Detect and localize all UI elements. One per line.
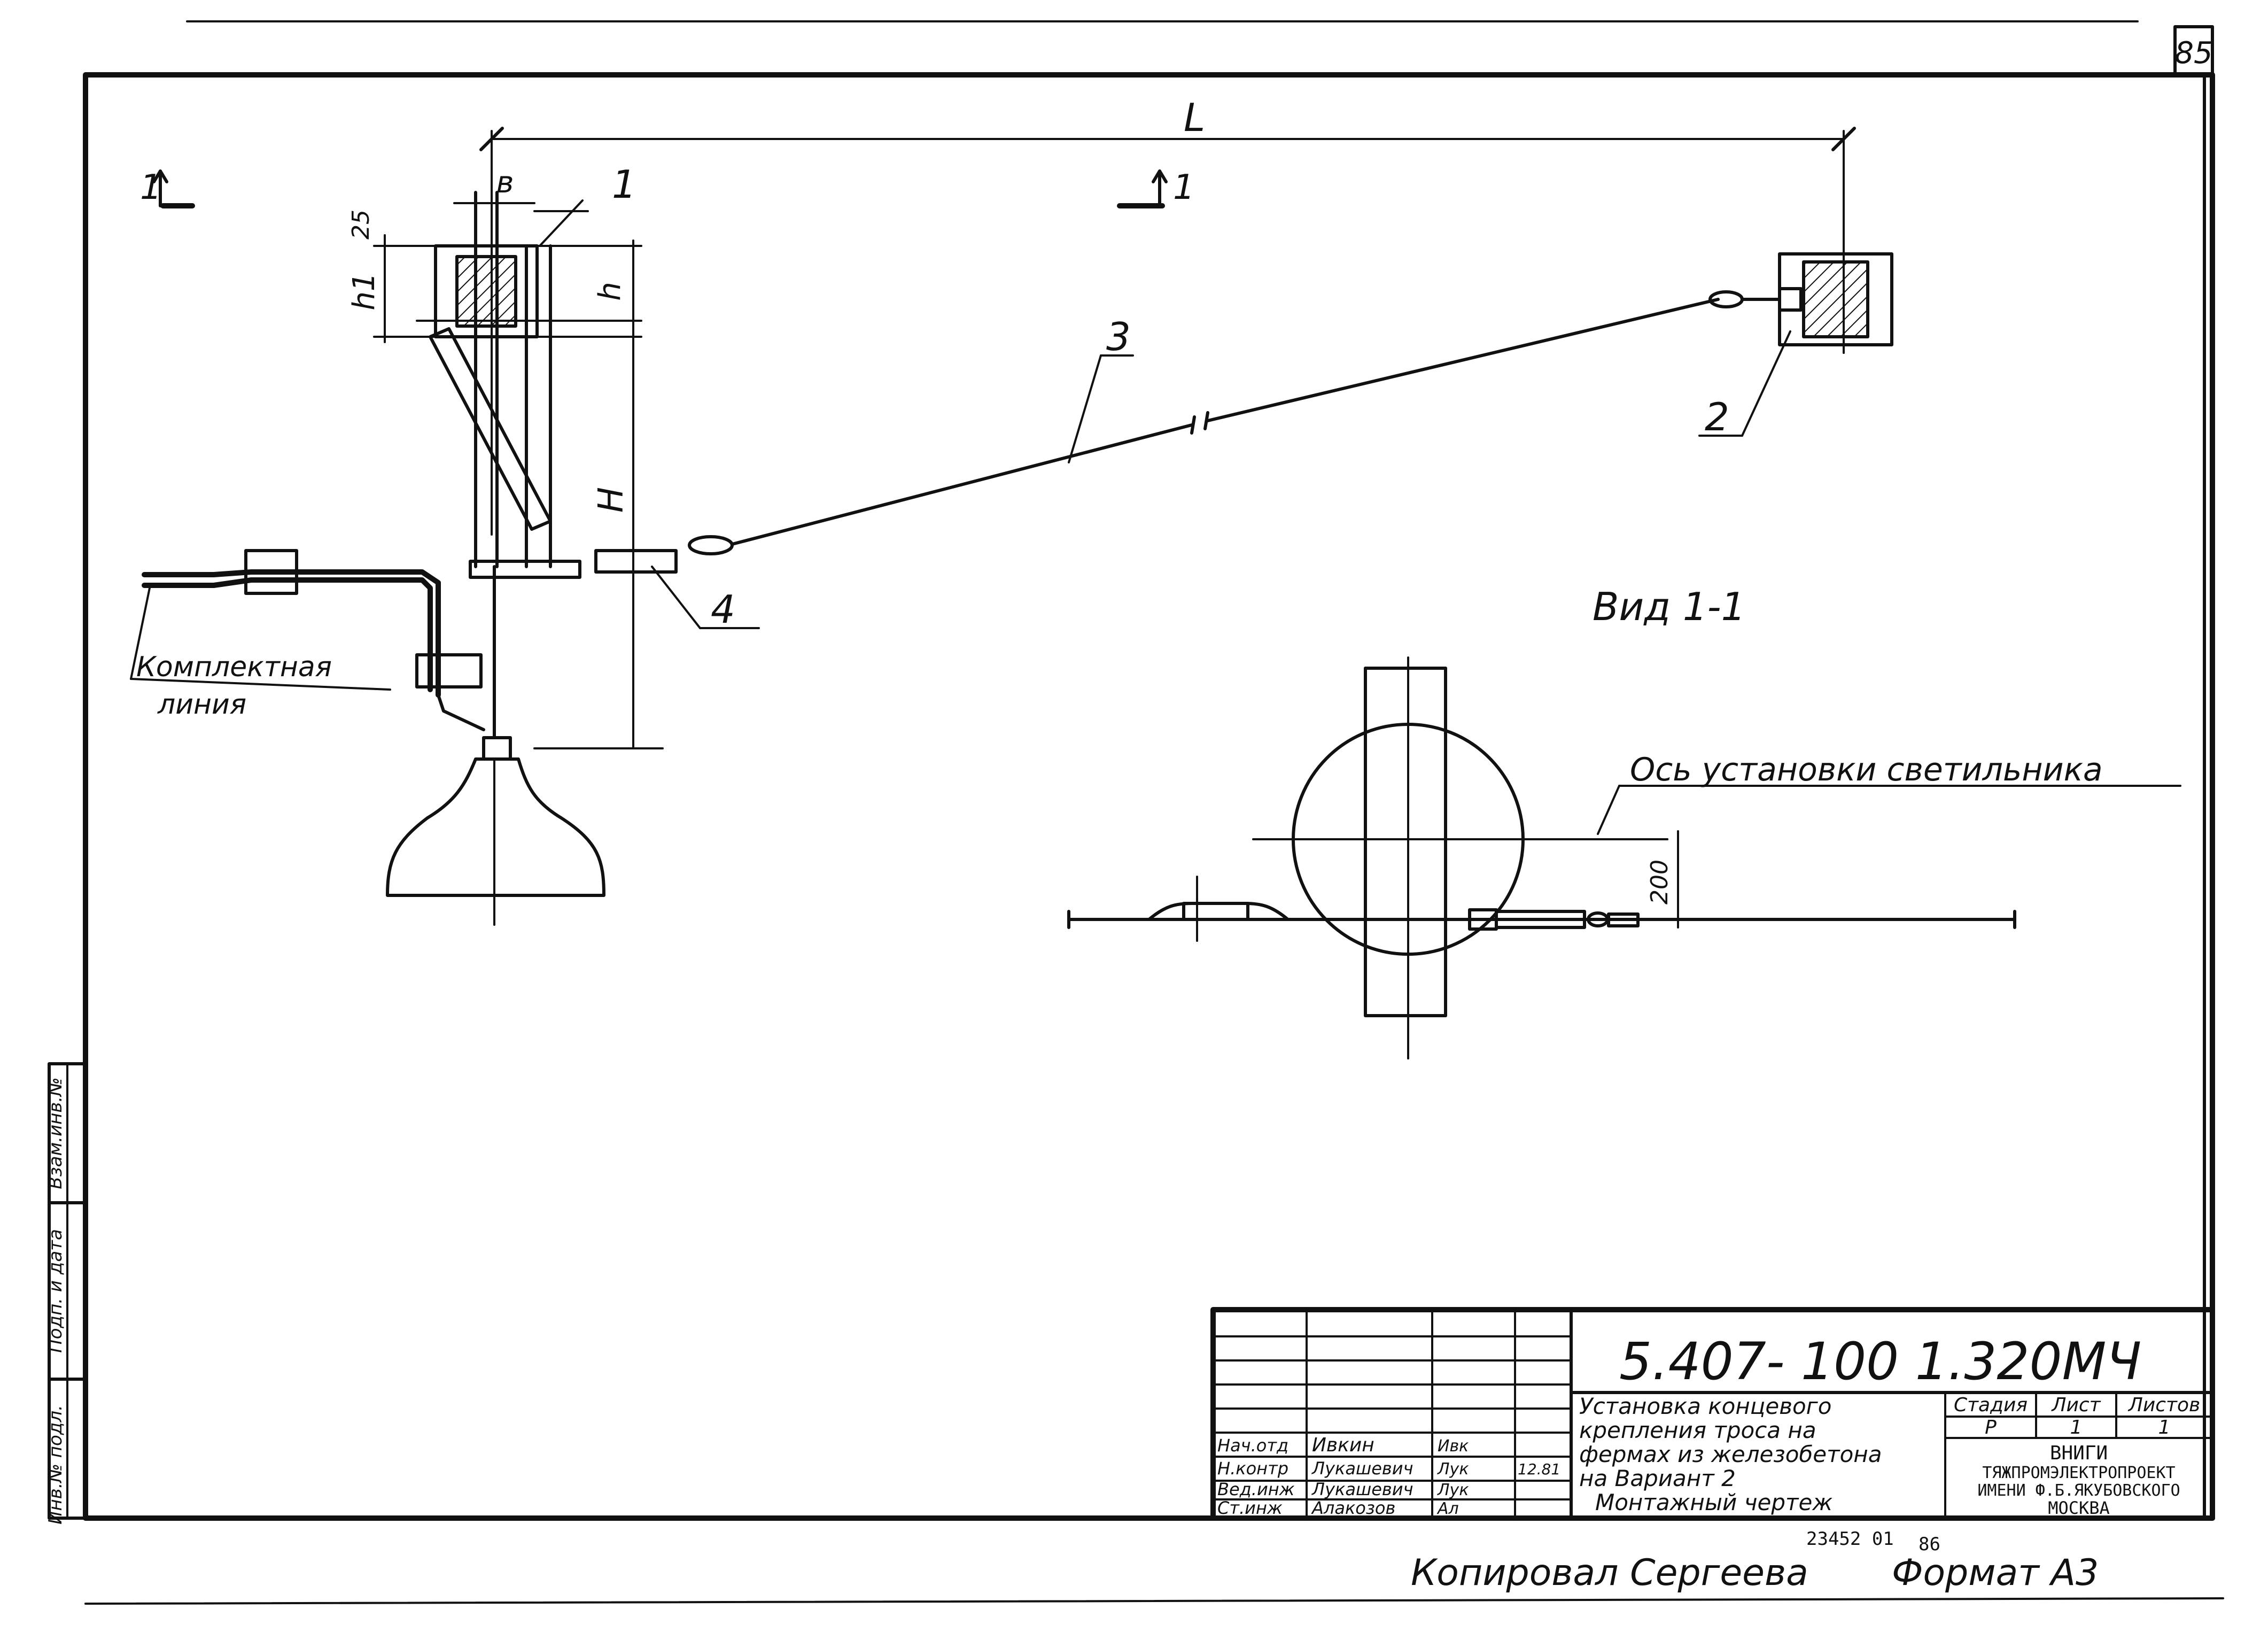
sheet-number: 86 xyxy=(1919,1534,1940,1555)
org-line: ВНИГИ xyxy=(2050,1442,2108,1464)
org-line: ТЯЖПРОМЭЛЕКТРОПРОЕКТ xyxy=(1982,1464,2175,1482)
person-name: Лукашевич xyxy=(1311,1458,1413,1479)
axis-offset-label: 200 xyxy=(1646,860,1673,904)
line-label-1: Комплектная xyxy=(136,651,332,683)
person-role: Вед.инж xyxy=(1217,1479,1295,1499)
person-sign: Лук xyxy=(1437,1481,1469,1499)
section-mark-label: 1 xyxy=(1173,168,1195,207)
sheets-value: 1 xyxy=(2158,1417,2171,1438)
beam-h-label: h xyxy=(593,282,627,301)
right-beam xyxy=(1698,252,1893,437)
span-dimension xyxy=(479,127,1856,536)
position-2-label: 2 xyxy=(1705,395,1729,439)
position-4-label: 4 xyxy=(711,587,735,632)
drawing-code: 5.407- 100 1.320МЧ xyxy=(1619,1332,2141,1391)
lamp xyxy=(386,565,605,926)
position-1-label: 1 xyxy=(612,162,636,207)
stage-value: Р xyxy=(1985,1417,1997,1438)
side-stamp-label: Инв.№ подл. xyxy=(45,1405,66,1525)
side-stamp-label: Подп. и дата xyxy=(45,1229,66,1353)
person-role: Нач.отд xyxy=(1217,1435,1288,1456)
view-label: Вид 1-1 xyxy=(1593,584,1745,629)
paper-format: Формат А3 xyxy=(1892,1552,2099,1594)
beam-h1-label: h1 xyxy=(347,272,382,310)
supply-line xyxy=(130,549,485,731)
org-line: МОСКВА xyxy=(2048,1498,2110,1518)
sheet-value: 1 xyxy=(2070,1417,2083,1438)
person-sign: Ал xyxy=(1436,1499,1459,1518)
axis-label: Ось установки светильника xyxy=(1630,751,2103,788)
person-sign: Ивк xyxy=(1438,1437,1469,1456)
cable xyxy=(731,298,1720,546)
view-1-1 xyxy=(1067,656,2181,1059)
person-sign: Лук xyxy=(1437,1460,1469,1479)
title-line: фермах из железобетона xyxy=(1579,1441,1882,1467)
person-name: Лукашевич xyxy=(1311,1479,1413,1499)
offset-label: 25 xyxy=(347,210,375,239)
line-label-2: линия xyxy=(157,689,246,721)
person-date: 12.81 xyxy=(1518,1460,1560,1478)
section-mark-label: 1 xyxy=(140,168,162,207)
span-label: L xyxy=(1184,95,1205,140)
title-line: на Вариант 2 xyxy=(1579,1465,1736,1491)
person-name: Ивкин xyxy=(1312,1434,1374,1456)
bracket-assembly xyxy=(469,535,760,629)
archive-number: 23452 01 xyxy=(1806,1528,1894,1550)
person-role: Ст.инж xyxy=(1217,1498,1283,1518)
page-number: 85 xyxy=(2174,36,2212,71)
diagonal-brace xyxy=(429,327,552,531)
sheets-header: Листов xyxy=(2127,1394,2200,1416)
height-label: H xyxy=(592,487,631,513)
section-mark-left xyxy=(152,169,195,208)
copied-by: Копировал Сергеева xyxy=(1411,1552,1808,1594)
side-stamp xyxy=(48,1062,87,1520)
title-block xyxy=(1210,1307,2215,1521)
org-line: ИМЕНИ Ф.Б.ЯКУБОВСКОГО xyxy=(1977,1481,2180,1500)
person-role: Н.контр xyxy=(1217,1458,1288,1479)
sheet-header: Лист xyxy=(2050,1394,2101,1416)
person-name: Алакозов xyxy=(1311,1498,1395,1518)
width-label: в xyxy=(496,165,514,200)
section-mark-right xyxy=(1117,169,1168,208)
stage-header: Стадия xyxy=(1954,1394,2028,1416)
leader-pos-1 xyxy=(539,199,584,247)
position-3-label: 3 xyxy=(1106,314,1131,359)
title-line: Установка концевого xyxy=(1579,1393,1831,1419)
side-stamp-label: Взам.инв.№ xyxy=(45,1077,66,1189)
title-line: Монтажный чертеж xyxy=(1595,1489,1832,1515)
title-line: крепления троса на xyxy=(1579,1417,1816,1443)
